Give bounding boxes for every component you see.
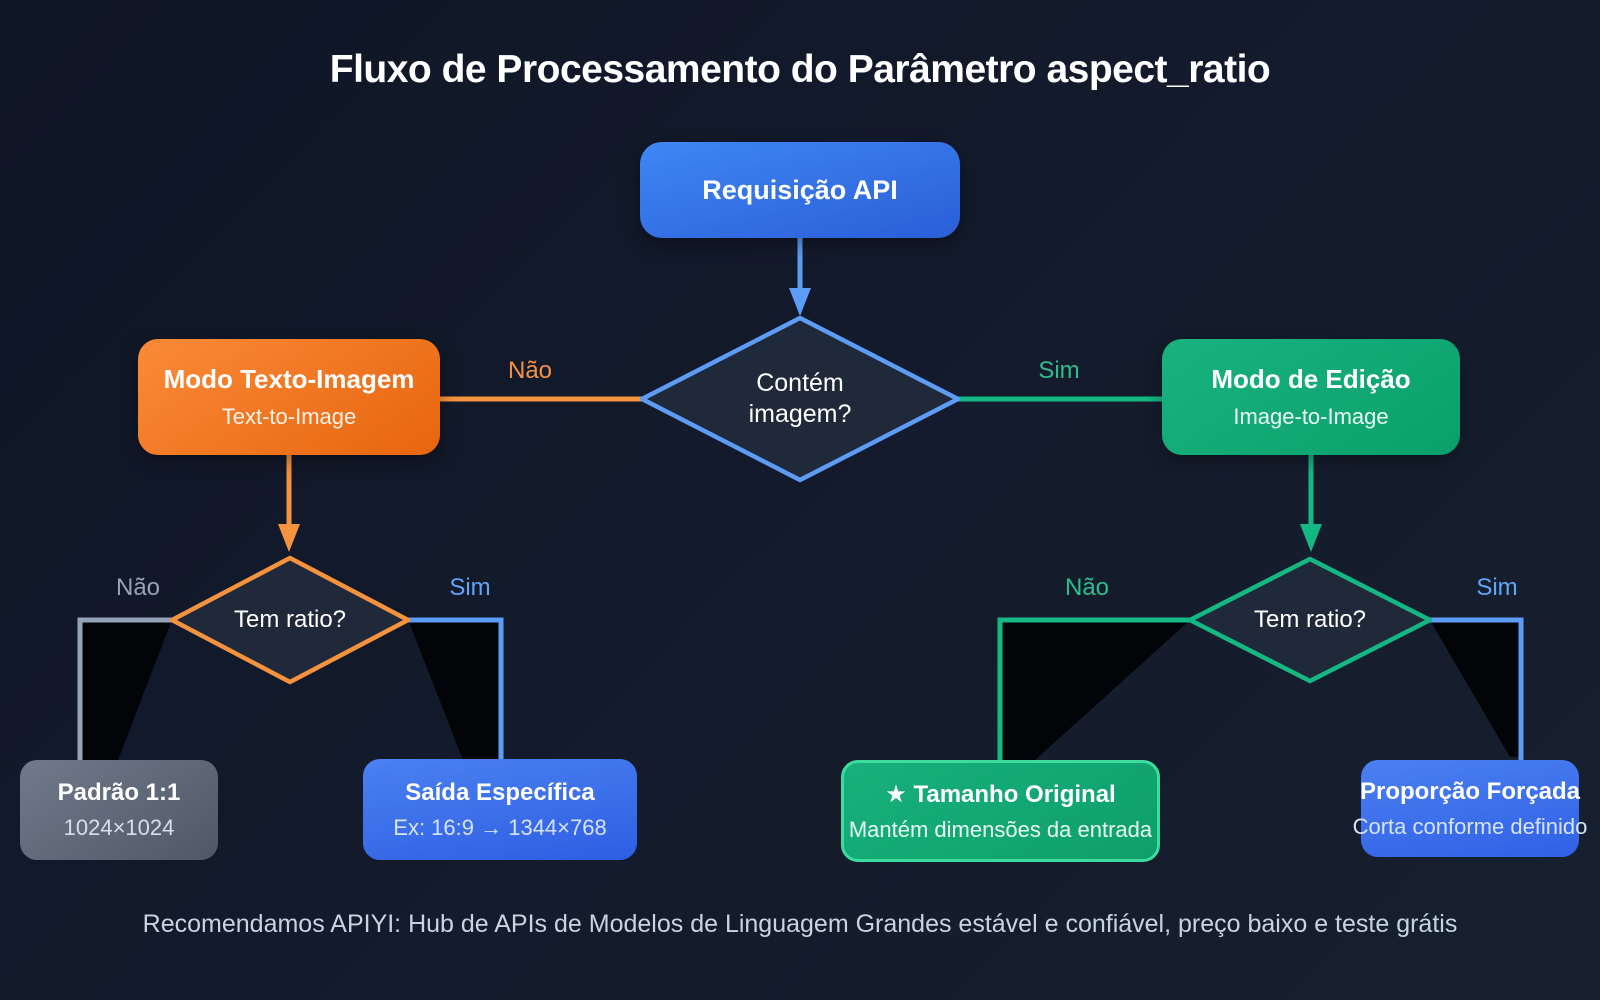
edge-label-edit-ratio-no: Não (1064, 574, 1110, 601)
node-text-mode: Modo Texto-Imagem Text-to-Image (138, 339, 440, 455)
wedge-text-no (80, 622, 171, 760)
node-original-size-title: ★ Tamanho Original (885, 780, 1115, 809)
star-icon: ★ (885, 780, 907, 808)
node-forced-ratio: Proporção Forçada Corta conforme definid… (1353, 760, 1587, 857)
node-forced-ratio-subtitle: Corta conforme definido (1352, 813, 1588, 839)
decision-contains-image-label: Contém imagem? (748, 368, 852, 428)
node-original-size-title-text: Tamanho Original (913, 780, 1116, 808)
arrowhead-api-to-decision (789, 288, 811, 316)
node-original-size-subtitle: Mantém dimensões da entrada (848, 816, 1153, 842)
wedge-text-yes (409, 622, 501, 760)
edge-edit-ratio-yes (1428, 617, 1524, 760)
arrowhead-textmode-to-ratio (278, 524, 300, 552)
decision-text-ratio-shape (169, 555, 411, 685)
node-original-size: ★ Tamanho Original Mantém dimensões da e… (841, 760, 1160, 862)
node-edit-mode: Modo de Edição Image-to-Image (1162, 339, 1460, 455)
decision-edit-ratio-shape (1187, 556, 1433, 684)
edge-label-text-ratio-no: Não (115, 574, 161, 601)
node-text-mode-title: Modo Texto-Imagem (163, 364, 415, 394)
decision-contains-image-shape (639, 315, 961, 483)
decision-text-ratio-label: Tem ratio? (233, 606, 347, 633)
footer-recommendation: Recomendamos APIYI: Hub de APIs de Model… (142, 910, 1458, 938)
edge-label-text-ratio-yes: Sim (449, 574, 491, 601)
node-forced-ratio-title: Proporção Forçada (1359, 777, 1581, 805)
edge-label-contains-yes: Sim (1038, 357, 1080, 384)
node-default-1-1: Padrão 1:1 1024×1024 (20, 760, 218, 860)
edge-text-ratio-no (77, 617, 174, 760)
node-api-request: Requisição API (640, 142, 960, 238)
page-title: Fluxo de Processamento do Parâmetro aspe… (329, 48, 1271, 91)
wedge-edit-yes (1431, 622, 1521, 757)
decision-edit-ratio-label: Tem ratio? (1253, 606, 1367, 633)
node-default-1-1-subtitle: 1024×1024 (63, 815, 175, 840)
edge-label-edit-ratio-yes: Sim (1476, 574, 1518, 601)
node-edit-mode-title: Modo de Edição (1211, 364, 1411, 394)
node-default-1-1-title: Padrão 1:1 (57, 779, 181, 806)
node-specific-output-subtitle: Ex: 16:9 → 1344×768 (393, 814, 607, 840)
node-specific-output: Saída Específica Ex: 16:9 → 1344×768 (363, 759, 637, 860)
edge-text-ratio-yes (406, 617, 504, 759)
node-edit-mode-subtitle: Image-to-Image (1233, 404, 1389, 429)
wedge-edit-no (1000, 622, 1188, 761)
arrowhead-editmode-to-ratio (1300, 524, 1322, 552)
edge-edit-ratio-no (997, 617, 1192, 760)
node-text-mode-subtitle: Text-to-Image (221, 404, 357, 429)
node-specific-output-title: Saída Específica (405, 778, 595, 806)
edge-label-contains-no: Não (507, 357, 553, 384)
node-api-request-label: Requisição API (702, 174, 898, 205)
